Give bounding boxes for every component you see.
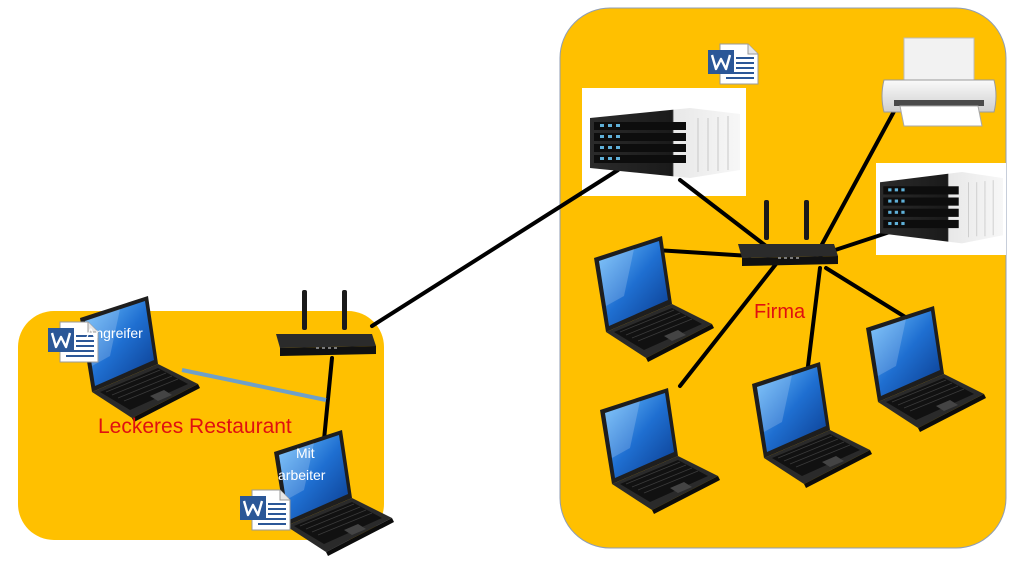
restaurant-label: Leckeres Restaurant [98,415,292,438]
link-switch-laptop1 [654,248,752,258]
link-server1-switch [678,178,768,248]
wan-link [370,168,620,328]
server-icon[interactable] [879,171,1004,244]
employee-label-line2: arbeiter [278,467,326,483]
link-switch-laptop3 [806,266,822,368]
link-switch-laptop2 [678,262,778,388]
server-icon[interactable] [589,107,741,179]
attacker-label: Angreifer [86,325,143,341]
firma-label: Firma [754,301,806,323]
wireless-sniff-link [181,368,327,402]
link-switch-printer [818,102,900,250]
link-switch-laptop4 [824,266,912,322]
employee-label-line1: Mit [296,445,315,461]
printer-icon[interactable] [881,37,997,127]
